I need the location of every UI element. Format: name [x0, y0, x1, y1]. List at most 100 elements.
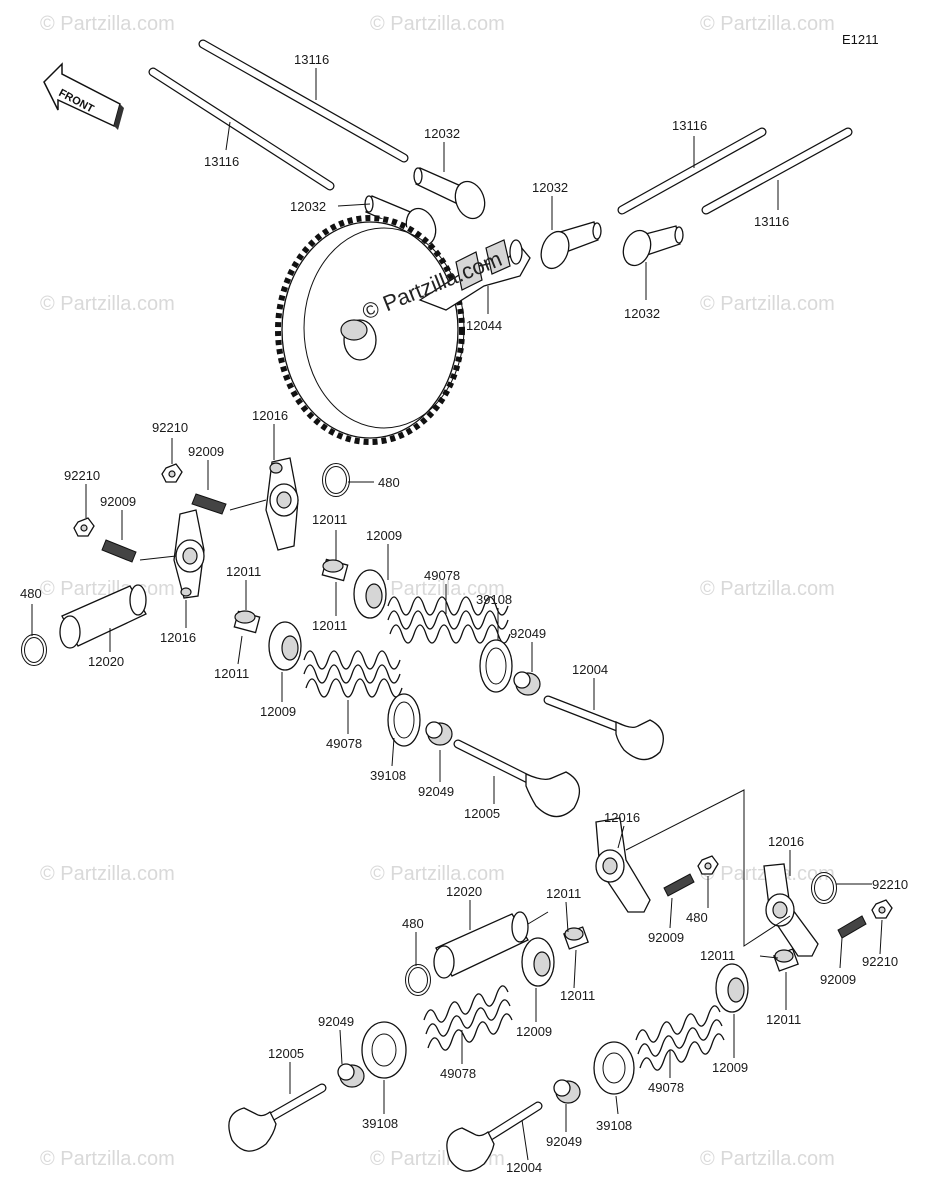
front-arrow-icon: FRONT — [43, 62, 124, 130]
callout-label: 12016 — [604, 810, 640, 825]
callout-label: 12011 — [312, 512, 347, 527]
nut — [73, 517, 95, 537]
callout-label: 92049 — [510, 626, 546, 641]
watermark-text: © Partzilla.com — [40, 13, 175, 35]
collar — [773, 948, 799, 972]
callout-label: 12032 — [624, 306, 660, 321]
callout-label: 12009 — [712, 1060, 748, 1075]
circlip — [811, 872, 837, 904]
callout-label: 92210 — [862, 954, 898, 969]
adjusting-screw — [663, 873, 695, 897]
callout-label: 49078 — [326, 736, 362, 751]
intake-valve — [453, 739, 581, 818]
rocker-arm — [265, 457, 299, 551]
callout-label: 13116 — [672, 118, 707, 133]
exhaust-valve — [543, 695, 664, 761]
push-rod — [617, 127, 767, 215]
callout-label: 12011 — [312, 618, 347, 633]
callout-label: 12009 — [260, 704, 296, 719]
tappet — [413, 167, 486, 220]
callout-label: 12005 — [268, 1046, 304, 1061]
watermark-text: © Partzilla.com — [40, 863, 175, 885]
valve-spring — [423, 985, 513, 1051]
callout-label: 92009 — [188, 444, 224, 459]
tappet — [540, 221, 602, 270]
callout-label: 480 — [378, 475, 400, 490]
circlip — [322, 463, 350, 497]
spring-retainer — [715, 963, 749, 1013]
callout-label: 12004 — [506, 1160, 542, 1175]
adjusting-screw — [101, 539, 137, 563]
stem-seal — [425, 721, 453, 746]
callout-label: 480 — [20, 586, 42, 601]
callout-label: 12016 — [160, 630, 196, 645]
rocker-arm — [595, 817, 651, 913]
callout-label: 39108 — [476, 592, 512, 607]
callout-label: 49078 — [440, 1066, 476, 1081]
rocker-arm — [173, 509, 205, 599]
callout-label: 12011 — [546, 886, 581, 901]
spring-seat — [593, 1041, 635, 1095]
callout-label: 92009 — [820, 972, 856, 987]
watermark-text: © Partzilla.com — [700, 293, 835, 315]
callout-label: 92210 — [152, 420, 188, 435]
rocker-shaft — [433, 911, 529, 979]
exhaust-valve — [446, 1101, 543, 1172]
callout-label: 12016 — [252, 408, 288, 423]
collar — [233, 610, 261, 634]
watermark-text: © Partzilla.com — [700, 1148, 835, 1170]
spring-seat — [387, 693, 421, 747]
spring-retainer — [353, 569, 387, 619]
intake-valve — [228, 1083, 327, 1152]
watermark-text: © Partzilla.com — [40, 1148, 175, 1170]
callout-label: 12011 — [560, 988, 595, 1003]
callout-label: 12044 — [466, 318, 502, 333]
camshaft-gear — [275, 215, 531, 445]
spring-retainer — [268, 621, 302, 671]
callout-label: 13116 — [754, 214, 789, 229]
callout-label: 39108 — [362, 1116, 398, 1131]
callout-label: 12016 — [768, 834, 804, 849]
callout-label: 12032 — [290, 199, 326, 214]
stem-seal — [337, 1063, 365, 1088]
callout-label: 12011 — [700, 948, 735, 963]
callout-label: 480 — [402, 916, 424, 931]
callout-label: 92210 — [872, 877, 908, 892]
callout-label: 12009 — [516, 1024, 552, 1039]
callout-label: 12032 — [532, 180, 568, 195]
spring-seat — [479, 639, 513, 693]
circlip — [405, 964, 431, 996]
callout-label: 13116 — [204, 154, 239, 169]
callout-label: 12009 — [366, 528, 402, 543]
spring-retainer — [521, 937, 555, 987]
diagram-code: E1211 — [842, 32, 879, 47]
stem-seal — [553, 1079, 581, 1104]
circlip — [21, 634, 47, 666]
watermark-text: © Partzilla.com — [370, 863, 505, 885]
stem-seal — [513, 671, 541, 696]
callout-label: 92210 — [64, 468, 100, 483]
nut — [697, 855, 719, 875]
callout-label: 92049 — [546, 1134, 582, 1149]
watermark-text: © Partzilla.com — [370, 13, 505, 35]
watermark-text: © Partzilla.com — [700, 13, 835, 35]
callouts: 13116 13116 12032 12032 12032 13116 1311… — [20, 52, 908, 1175]
watermark-text: © Partzilla.com — [370, 578, 505, 600]
tappet — [622, 225, 684, 267]
watermark-text: © Partzilla.com — [700, 578, 835, 600]
callout-label: 12020 — [88, 654, 124, 669]
push-rod — [198, 39, 409, 163]
callout-label: 92049 — [418, 784, 454, 799]
callout-label: 13116 — [294, 52, 329, 67]
spring-seat — [361, 1021, 407, 1079]
watermarks: © Partzilla.com © Partzilla.com © Partzi… — [40, 13, 835, 1170]
collar — [563, 926, 589, 950]
callout-label: 12004 — [572, 662, 608, 677]
adjusting-screw — [191, 493, 227, 515]
callout-label: 12011 — [766, 1012, 801, 1027]
callout-label: 12011 — [226, 564, 261, 579]
valve-spring — [635, 1005, 725, 1071]
callout-label: 480 — [686, 910, 708, 925]
callout-label: 92009 — [648, 930, 684, 945]
